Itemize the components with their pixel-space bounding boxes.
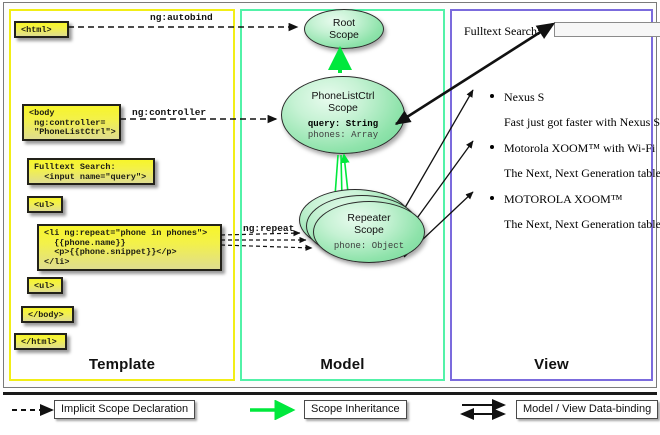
edge-label-controller: ng:controller [132,107,207,118]
diagram-frame: Template Model Fulltext Search: Nexus S … [3,2,660,388]
view-item-snippet-0: Fast just got faster with Nexus S. [504,115,660,129]
panel-view: Fulltext Search: Nexus S Fast just got f… [450,9,660,381]
code-box-ul-close: <ul> [27,277,63,294]
scope-repeater-props: phone: Object [333,241,405,251]
view-search-input[interactable] [554,22,660,37]
panel-view-label: View [534,356,569,373]
legend-label-implicit-scope-declaration: Implicit Scope Declaration [54,400,196,419]
legend-icon-double-arrow [460,399,506,420]
legend-label-scope-inheritance: Scope Inheritance [304,400,407,419]
edge-label-autobind: ng:autobind [150,12,213,23]
panel-template-label: Template [88,356,156,373]
view-item-name-1: Motorola XOOM™ with Wi-Fi [490,141,655,156]
view-item-snippet-1: The Next, Next Generation tablet. [504,166,660,180]
code-box-ul-open: <ul> [27,196,63,213]
bullet-dot-icon [490,94,494,98]
code-box-html-open: <html> [14,21,69,38]
panel-model-label: Model [320,356,365,373]
view-search-label: Fulltext Search: [464,24,541,38]
view-item-snippet-2: The Next, Next Generation tablet. [504,217,660,231]
legend-icon-green-arrow [250,400,296,420]
code-box-html-close: </html> [14,333,67,350]
legend-icon-dashed-arrow [12,404,54,416]
code-box-li-repeat: <li ng:repeat="phone in phones"> {{phone… [37,224,222,271]
legend-divider [3,392,657,395]
code-box-body-controller: <body ng:controller= "PhoneListCtrl"> [22,104,121,141]
edge-label-repeat: ng:repeat [243,223,295,234]
bullet-dot-icon [490,145,494,149]
code-box-fulltext-search: Fulltext Search: <input name="query"> [27,158,155,185]
view-item-name-0: Nexus S [490,90,544,105]
panel-template: Template [9,9,235,381]
view-item-name-2: MOTOROLA XOOM™ [490,192,623,207]
code-box-body-close: </body> [21,306,74,323]
bullet-dot-icon [490,196,494,200]
legend-label-model-view-data-binding: Model / View Data-binding [516,400,659,419]
legend: Implicit Scope Declaration Scope Inherit… [0,392,660,435]
